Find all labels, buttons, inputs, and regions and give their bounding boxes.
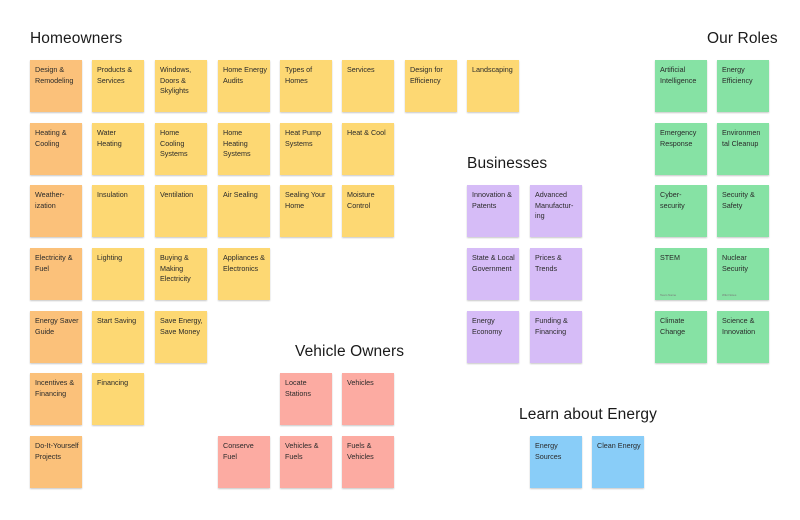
sticky-note-buying-making-electricity[interactable]: Buying & Making Electricity: [155, 248, 207, 300]
sticky-note-windows-doors-skylights[interactable]: Windows, Doors & Skylights: [155, 60, 207, 112]
heading-learn-about-energy: Learn about Energy: [519, 406, 657, 423]
sticky-note-lighting[interactable]: Lighting: [92, 248, 144, 300]
sticky-note-energy-efficiency[interactable]: Energy Efficiency: [717, 60, 769, 112]
sticky-note-innovation-patents[interactable]: Innovation & Patents: [467, 185, 519, 237]
heading-businesses: Businesses: [467, 155, 548, 172]
sticky-note-vehicles[interactable]: Vehicles: [342, 373, 394, 425]
sticky-note-environmental-cleanup[interactable]: Environmen tal Cleanup: [717, 123, 769, 175]
sticky-note-emergency-response[interactable]: Emergency Response: [655, 123, 707, 175]
sticky-note-types-of-homes[interactable]: Types of Homes: [280, 60, 332, 112]
sticky-note-nuclear-security[interactable]: Nuclear Security Wiki Notes: [717, 248, 769, 300]
sticky-note-design-for-efficiency[interactable]: Design for Efficiency: [405, 60, 457, 112]
sticky-note-home-energy-audits[interactable]: Home Energy Audits: [218, 60, 270, 112]
sticky-note-appliances-electronics[interactable]: Appliances & Electronics: [218, 248, 270, 300]
sticky-note-heat-cool[interactable]: Heat & Cool: [342, 123, 394, 175]
sticky-note-weatherization[interactable]: Weather-ization: [30, 185, 82, 237]
heading-our-roles: Our Roles: [707, 30, 778, 47]
sticky-note-financing[interactable]: Financing: [92, 373, 144, 425]
sticky-note-home-cooling-systems[interactable]: Home Cooling Systems: [155, 123, 207, 175]
heading-vehicle-owners: Vehicle Owners: [295, 343, 405, 360]
heading-homeowners: Homeowners: [30, 30, 123, 47]
sticky-note-cybersecurity[interactable]: Cyber-security: [655, 185, 707, 237]
sticky-note-vehicles-fuels[interactable]: Vehicles & Fuels: [280, 436, 332, 488]
sticky-note-landscaping[interactable]: Landscaping: [467, 60, 519, 112]
sticky-note-design-remodeling[interactable]: Design & Remodeling: [30, 60, 82, 112]
sticky-note-fuels-vehicles[interactable]: Fuels & Vehicles: [342, 436, 394, 488]
sticky-note-science-innovation[interactable]: Science & Innovation: [717, 311, 769, 363]
sticky-note-home-heating-systems[interactable]: Home Heating Systems: [218, 123, 270, 175]
sticky-note-text: Nuclear Security: [722, 253, 748, 273]
sticky-note-heating-cooling[interactable]: Heating & Cooling: [30, 123, 82, 175]
sticky-note-insulation[interactable]: Insulation: [92, 185, 144, 237]
sticky-note-state-local-government[interactable]: State & Local Government: [467, 248, 519, 300]
sticky-note-text: STEM: [660, 253, 680, 262]
sticky-note-electricity-fuel[interactable]: Electricity & Fuel: [30, 248, 82, 300]
sticky-note-products-services[interactable]: Products & Services: [92, 60, 144, 112]
sticky-note-heat-pump-systems[interactable]: Heat Pump Systems: [280, 123, 332, 175]
sticky-note-stem[interactable]: STEM Team Name: [655, 248, 707, 300]
sticky-note-sealing-your-home[interactable]: Sealing Your Home: [280, 185, 332, 237]
sticky-note-energy-sources[interactable]: Energy Sources: [530, 436, 582, 488]
sticky-note-locate-stations[interactable]: Locate Stations: [280, 373, 332, 425]
sticky-note-services[interactable]: Services: [342, 60, 394, 112]
sticky-note-do-it-yourself-projects[interactable]: Do-It-Yourself Projects: [30, 436, 82, 488]
sticky-note-air-sealing[interactable]: Air Sealing: [218, 185, 270, 237]
sticky-note-footer: Team Name: [660, 293, 677, 297]
sticky-note-advanced-manufacturing[interactable]: Advanced Manufactur-ing: [530, 185, 582, 237]
sticky-note-start-saving[interactable]: Start Saving: [92, 311, 144, 363]
sticky-note-climate-change[interactable]: Climate Change: [655, 311, 707, 363]
sticky-note-energy-economy[interactable]: Energy Economy: [467, 311, 519, 363]
sticky-note-moisture-control[interactable]: Moisture Control: [342, 185, 394, 237]
sticky-note-prices-trends[interactable]: Prices & Trends: [530, 248, 582, 300]
sticky-note-conserve-fuel[interactable]: Conserve Fuel: [218, 436, 270, 488]
sticky-note-funding-financing[interactable]: Funding & Financing: [530, 311, 582, 363]
sticky-note-footer: Wiki Notes: [722, 293, 737, 297]
sticky-note-save-energy-save-money[interactable]: Save Energy, Save Money: [155, 311, 207, 363]
sticky-note-energy-saver-guide[interactable]: Energy Saver Guide: [30, 311, 82, 363]
sticky-note-artificial-intelligence[interactable]: Artificial Intelligence: [655, 60, 707, 112]
sticky-note-clean-energy[interactable]: Clean Energy: [592, 436, 644, 488]
sticky-note-security-safety[interactable]: Security & Safety: [717, 185, 769, 237]
sticky-note-incentives-financing[interactable]: Incentives & Financing: [30, 373, 82, 425]
sticky-note-water-heating[interactable]: Water Heating: [92, 123, 144, 175]
sticky-note-ventilation[interactable]: Ventilation: [155, 185, 207, 237]
